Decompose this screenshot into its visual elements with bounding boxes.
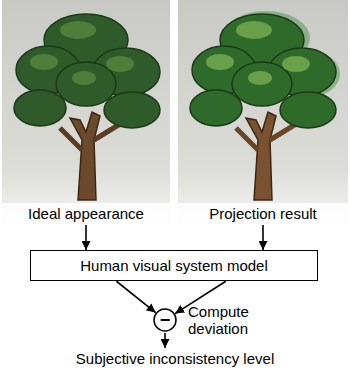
process-box: Human visual system model <box>30 250 318 281</box>
node-text: Human visual system model <box>80 257 268 274</box>
image-panel: Projection result <box>178 0 348 225</box>
flow-arrow <box>85 225 87 250</box>
image-panel: Ideal appearance <box>2 0 170 225</box>
operator-symbol: − <box>160 310 171 331</box>
projected-tree <box>178 0 348 225</box>
flow-arrow <box>116 281 155 312</box>
ideal-tree <box>2 0 170 225</box>
output-arrow <box>164 333 166 348</box>
subtract-circle: − <box>153 308 177 332</box>
output-label: Subjective inconsistency level <box>10 350 340 367</box>
operation-label: Compute deviation <box>188 303 268 338</box>
flow-arrow <box>262 225 264 250</box>
node-text: Ideal appearance <box>2 203 170 225</box>
node-text: Projection result <box>178 203 348 225</box>
